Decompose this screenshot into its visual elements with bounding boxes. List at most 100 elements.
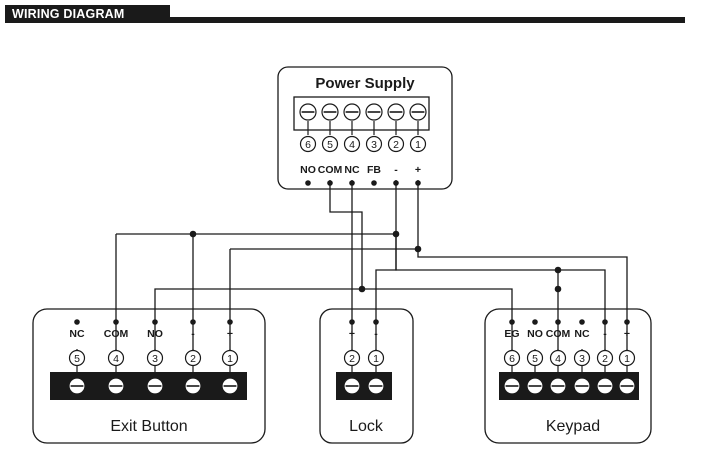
power-supply-terminal-number: 6 bbox=[305, 139, 311, 151]
keypad-terminal: EG6 bbox=[503, 319, 521, 395]
lock-terminal-number: 2 bbox=[349, 353, 355, 365]
power-supply-terminal-number-badge bbox=[299, 135, 317, 153]
exit-button-terminal-label: - bbox=[191, 328, 195, 340]
lock-title: Lock bbox=[349, 418, 384, 435]
keypad-terminal-label: EG bbox=[504, 328, 519, 340]
power-supply-terminal-number: 3 bbox=[371, 139, 377, 151]
keypad-terminal-label: + bbox=[624, 328, 630, 340]
junction-dot bbox=[392, 230, 400, 238]
keypad-title: Keypad bbox=[546, 418, 600, 435]
power-supply-terminal-label: + bbox=[415, 164, 421, 176]
power-supply-terminal-number-badge bbox=[387, 135, 405, 153]
keypad-terminal-label: - bbox=[603, 328, 607, 340]
exit-button-terminal-number: 4 bbox=[113, 353, 119, 365]
exit-button-terminal-number: 5 bbox=[74, 353, 80, 365]
junction-dot bbox=[358, 285, 366, 293]
power-supply-terminal-number-badge bbox=[321, 135, 339, 153]
power-supply-terminal-dot bbox=[415, 180, 421, 186]
exit-button-terminal-number: 3 bbox=[152, 353, 158, 365]
power-supply-terminal-dot bbox=[327, 180, 333, 186]
exit-button-terminal-number-badge bbox=[107, 349, 125, 367]
exit-button-terminal-number-badge bbox=[68, 349, 86, 367]
terminals: 6NO5COM4NC3FB2-1+NC5COM4NO3-2+1+2-1EG6NO… bbox=[50, 103, 639, 400]
keypad-terminal-number: 4 bbox=[555, 353, 561, 365]
power-supply-terminal-label: - bbox=[394, 164, 398, 176]
exit-button-title: Exit Button bbox=[110, 418, 187, 435]
keypad-terminal-number-badge bbox=[503, 349, 521, 367]
exit-button-terminal-label: NO bbox=[147, 328, 163, 340]
header-title: WIRING DIAGRAM bbox=[12, 7, 125, 21]
power-supply-terminal: 4NC bbox=[343, 103, 361, 186]
header-tab bbox=[5, 5, 170, 23]
power-supply-terminal-dot bbox=[349, 180, 355, 186]
keypad-terminal-number-badge bbox=[573, 349, 591, 367]
exit-button-terminal-number-badge bbox=[184, 349, 202, 367]
lock-terminal-dot bbox=[349, 319, 355, 325]
power-supply-title: Power Supply bbox=[315, 75, 415, 92]
power-supply-terminal: 3FB bbox=[365, 103, 383, 186]
power-supply-terminal-label: FB bbox=[367, 164, 381, 176]
power-supply-terminal: 2- bbox=[387, 103, 405, 186]
keypad-terminal-strip bbox=[499, 372, 639, 400]
exit-button-terminal-number-badge bbox=[146, 349, 164, 367]
keypad-terminal-label: NO bbox=[527, 328, 543, 340]
power-supply-terminal-label: NO bbox=[300, 164, 316, 176]
exit-button-terminal-dot bbox=[190, 319, 196, 325]
keypad-terminal-number-badge bbox=[526, 349, 544, 367]
power-supply-terminal-dot bbox=[393, 180, 399, 186]
keypad-terminal-number: 3 bbox=[579, 353, 585, 365]
lock-terminal-label: + bbox=[349, 328, 355, 340]
wire-ps-plus-to-keypad-plus bbox=[417, 249, 628, 350]
power-supply-terminal-number: 1 bbox=[415, 139, 421, 151]
exit-button-terminal-dot bbox=[227, 319, 233, 325]
exit-button-terminal-number: 2 bbox=[190, 353, 196, 365]
lock-terminal: +2 bbox=[343, 319, 361, 395]
junction-dot bbox=[189, 230, 197, 238]
power-supply-terminal-number-badge bbox=[409, 135, 427, 153]
exit-button-terminal-label: COM bbox=[104, 328, 129, 340]
exit-button-terminal: -2 bbox=[184, 319, 202, 395]
lock-terminal-number-badge bbox=[367, 349, 385, 367]
keypad-box bbox=[484, 308, 652, 444]
exit-button-terminal: NO 3 bbox=[146, 319, 164, 395]
junction-dot bbox=[414, 245, 422, 253]
power-supply-box bbox=[277, 66, 453, 190]
power-supply-terminal-dot bbox=[371, 180, 377, 186]
lock-terminal-number: 1 bbox=[373, 353, 379, 365]
power-supply-terminal-frame bbox=[293, 96, 430, 131]
keypad-terminal: NC 3 bbox=[573, 319, 591, 395]
wires bbox=[115, 180, 628, 350]
power-supply-terminal-label: NC bbox=[344, 164, 360, 176]
lock-terminal: -1 bbox=[367, 319, 385, 395]
keypad-terminal: -2 bbox=[596, 319, 614, 395]
power-supply-terminal-number: 2 bbox=[393, 139, 399, 151]
keypad-terminal-dot bbox=[624, 319, 630, 325]
exit-button-terminal-dot bbox=[74, 319, 80, 325]
exit-button-terminal-dot bbox=[152, 319, 158, 325]
keypad-terminal-dot bbox=[602, 319, 608, 325]
wire-ps-minus-to-keypad-minus bbox=[395, 234, 606, 350]
header-rule bbox=[5, 17, 685, 23]
power-supply-terminal-number: 5 bbox=[327, 139, 333, 151]
power-supply-terminal-number-badge bbox=[343, 135, 361, 153]
exit-button-terminal-label: NC bbox=[69, 328, 85, 340]
exit-button-terminal-dot bbox=[113, 319, 119, 325]
keypad-terminal-label: COM bbox=[546, 328, 571, 340]
exit-button-terminal-number-badge bbox=[221, 349, 239, 367]
keypad-terminal-label: NC bbox=[574, 328, 590, 340]
keypad-terminal-number: 5 bbox=[532, 353, 538, 365]
keypad-terminal-number-badge bbox=[618, 349, 636, 367]
exit-button-terminal-number: 1 bbox=[227, 353, 233, 365]
keypad-terminal-number-badge bbox=[549, 349, 567, 367]
keypad-terminal-dot bbox=[555, 319, 561, 325]
lock-terminal-number-badge bbox=[343, 349, 361, 367]
exit-button-terminal: NC 5 bbox=[68, 319, 86, 395]
keypad-terminal-number: 1 bbox=[624, 353, 630, 365]
power-supply-terminal-number: 4 bbox=[349, 139, 355, 151]
power-supply-terminal: 1+ bbox=[409, 103, 427, 186]
power-supply-terminal-number-badge bbox=[365, 135, 383, 153]
lock-terminal-dot bbox=[373, 319, 379, 325]
exit-button-box bbox=[32, 308, 266, 444]
